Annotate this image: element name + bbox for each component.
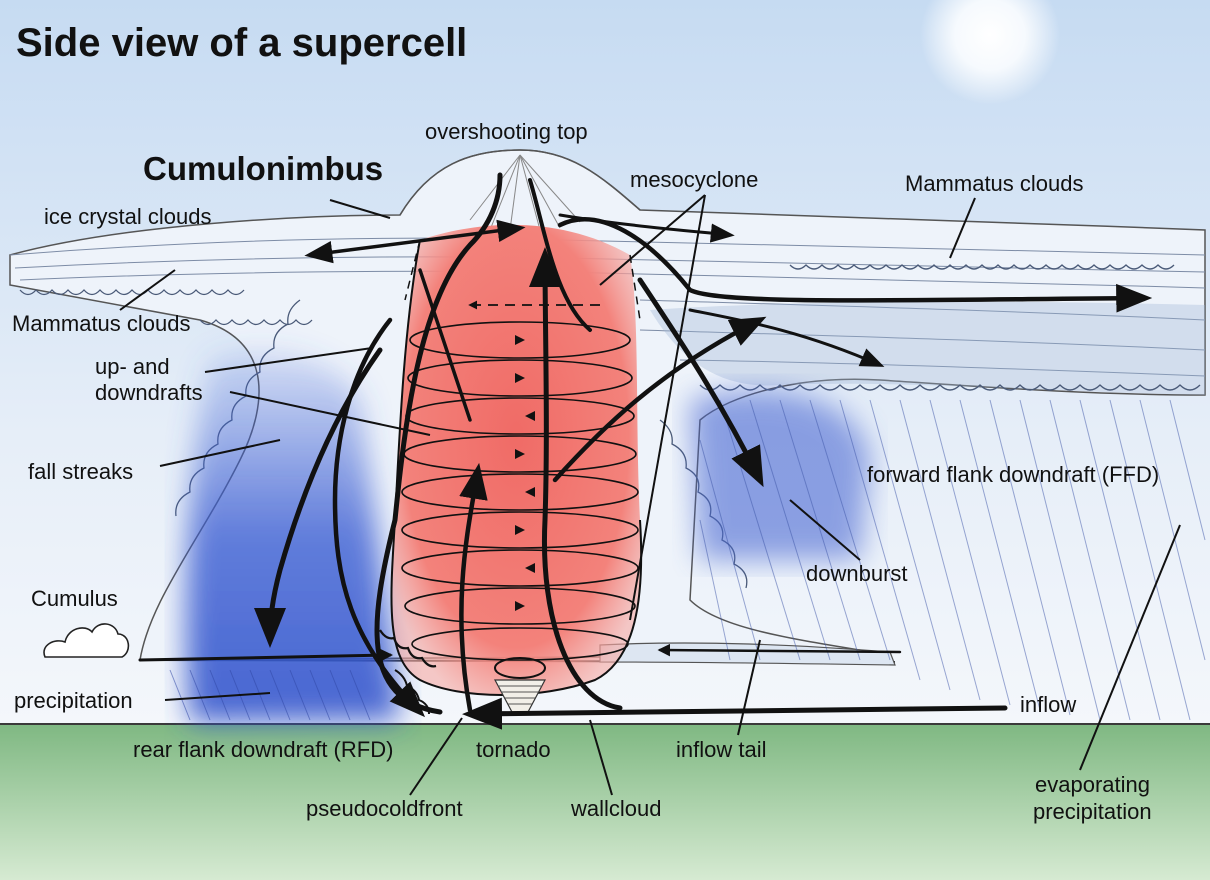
sun xyxy=(920,0,1060,105)
label-cumulonimbus: Cumulonimbus xyxy=(143,150,384,187)
label-overshooting-top: overshooting top xyxy=(425,119,588,144)
overshooting-top-rays xyxy=(469,154,581,231)
wall-cloud xyxy=(379,629,437,668)
label-pseudocoldfront: pseudocoldfront xyxy=(306,796,463,821)
label-mammatus-right: Mammatus clouds xyxy=(905,171,1084,196)
label-wallcloud: wallcloud xyxy=(571,796,662,821)
label-updrafts-line1: up- and xyxy=(95,354,170,379)
overshooting-top xyxy=(399,149,641,216)
label-inflow-tail: inflow tail xyxy=(676,737,767,762)
flow-arrows xyxy=(138,172,1153,730)
label-ffd: forward flank downdraft (FFD) xyxy=(867,462,1160,487)
updraft-core xyxy=(390,224,643,696)
label-mammatus-left: Mammatus clouds xyxy=(12,311,191,336)
label-ice-crystal-clouds: ice crystal clouds xyxy=(44,204,212,229)
rotation-arrows xyxy=(515,335,535,611)
leader-lines xyxy=(119,194,1181,796)
label-inflow: inflow xyxy=(1020,692,1077,717)
label-tornado: tornado xyxy=(476,737,551,762)
label-evaporating-line2: precipitation xyxy=(1033,799,1152,824)
label-downburst: downburst xyxy=(806,561,908,586)
label-evaporating-line1: evaporating xyxy=(1035,772,1150,797)
label-precipitation: precipitation xyxy=(14,688,133,713)
ground xyxy=(0,724,1210,880)
label-cumulus: Cumulus xyxy=(31,586,118,611)
label-fall-streaks: fall streaks xyxy=(28,459,134,484)
label-updrafts-line2: downdrafts xyxy=(95,380,203,405)
cumulus-cloud xyxy=(43,623,130,658)
label-mesocyclone: mesocyclone xyxy=(630,167,759,192)
diagram-title: Side view of a supercell xyxy=(16,21,468,65)
label-rfd: rear flank downdraft (RFD) xyxy=(133,737,394,762)
